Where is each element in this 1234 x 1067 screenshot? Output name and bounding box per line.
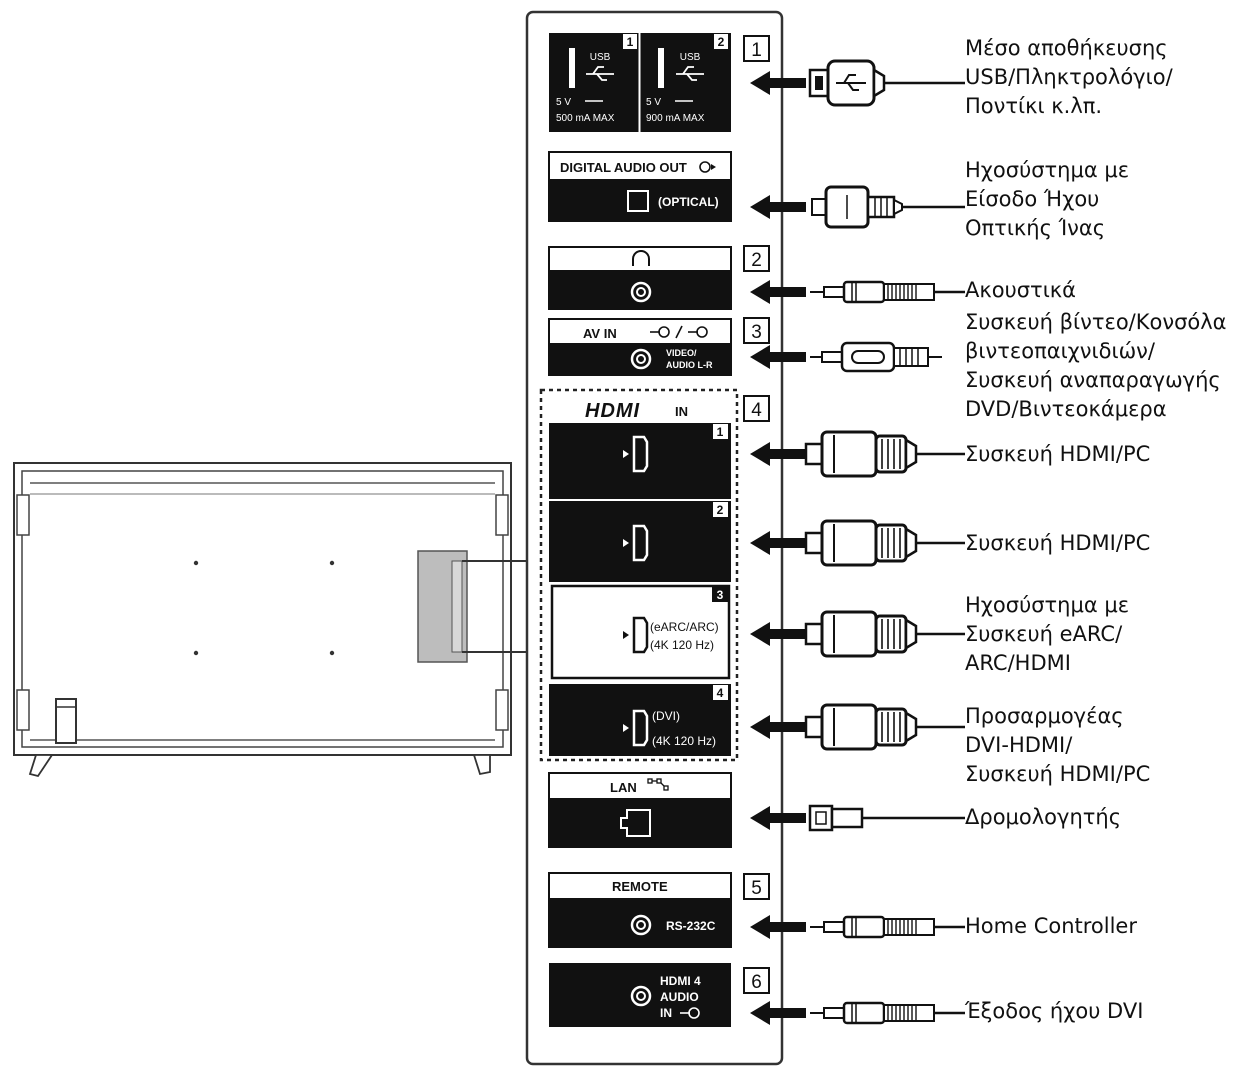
hdmi-port-label: (eARC/ARC) bbox=[650, 620, 719, 634]
av-in-port-label: VIDEO/ bbox=[666, 348, 697, 358]
usb-port-number: 1 bbox=[627, 35, 634, 49]
lan-plug-icon bbox=[808, 804, 965, 832]
label-hdmi-3: Ηχοσύστημα με Συσκευή eARC/ ARC/HDMI bbox=[965, 591, 1129, 678]
label-line: Οπτικής Ίνας bbox=[965, 216, 1106, 240]
badge-number: 5 bbox=[751, 878, 762, 899]
label-line: DVD/Βιντεοκάμερα bbox=[965, 397, 1167, 421]
hdmi-port-label: (4K 120 Hz) bbox=[652, 734, 716, 748]
optical-port-label: (OPTICAL) bbox=[658, 195, 719, 209]
usb-plug-icon bbox=[808, 59, 965, 107]
headphone-plug-icon bbox=[808, 280, 965, 304]
remote-title: REMOTE bbox=[612, 879, 668, 894]
usb-port-number: 2 bbox=[718, 35, 725, 49]
av-in-module: AV IN VIDEO/ AUDIO L-R bbox=[548, 318, 732, 376]
label-line: Συσκευή HDMI/PC bbox=[965, 531, 1151, 555]
remote-plug-icon bbox=[808, 915, 965, 939]
hdmi-port-number: 2 bbox=[717, 503, 724, 517]
input-output-icon bbox=[650, 325, 708, 339]
label-line: ARC/HDMI bbox=[965, 651, 1071, 675]
remote-module: REMOTE RS-232C bbox=[548, 872, 732, 948]
label-dvi-audio-out: Έξοδος ήχου DVI bbox=[965, 997, 1143, 1026]
usb-symbol-icon bbox=[586, 66, 704, 81]
input-arrow-icon bbox=[680, 1007, 700, 1019]
label-line: USB/Πληκτρολόγιο/ bbox=[965, 65, 1173, 89]
label-line: Συσκευή βίντεο/Κονσόλα bbox=[965, 310, 1227, 334]
hdmi-plug-icon bbox=[804, 430, 965, 478]
label-line: Συσκευή αναπαραγωγής bbox=[965, 368, 1221, 392]
hdmi-audio-in-label: HDMI 4 bbox=[660, 974, 701, 988]
hdmi-port-number: 4 bbox=[717, 686, 724, 700]
optical-port-icon bbox=[627, 190, 649, 212]
badge-number: 1 bbox=[751, 40, 762, 61]
hdmi-port-number: 3 bbox=[717, 588, 724, 602]
usb-current: 500 mA MAX bbox=[556, 113, 615, 124]
digital-audio-out-module: DIGITAL AUDIO OUT (OPTICAL) bbox=[548, 151, 732, 222]
label-line: Ποντίκι κ.λπ. bbox=[965, 94, 1103, 118]
dvi-audio-plug-icon bbox=[808, 1001, 965, 1025]
label-line: Ηχοσύστημα με bbox=[965, 158, 1130, 182]
hdmi-plug-icon bbox=[804, 519, 965, 567]
optical-plug-icon bbox=[811, 185, 965, 229]
usb-current: 900 mA MAX bbox=[646, 113, 705, 124]
headphone-icon bbox=[632, 250, 650, 266]
label-home-controller: Home Controller bbox=[965, 912, 1137, 941]
hdmi-in-group: HDMI IN 1 2 3 (eARC/ARC) (4K 120 Hz) 4 (… bbox=[539, 388, 739, 762]
usb-port-name: USB bbox=[680, 52, 701, 63]
label-line: Συσκευή HDMI/PC bbox=[965, 442, 1151, 466]
label-line: Συσκευή eARC/ bbox=[965, 622, 1123, 646]
label-line: Home Controller bbox=[965, 914, 1137, 938]
badge-number: 3 bbox=[751, 322, 762, 343]
av-in-port-label: AUDIO L-R bbox=[666, 360, 713, 370]
ethernet-port-icon bbox=[620, 809, 651, 837]
usb-port-module: 1 2 USB USB 5 V 500 mA MAX 5 V 900 mA MA… bbox=[549, 33, 731, 132]
hdmi-port-label: (4K 120 Hz) bbox=[650, 638, 714, 652]
usb-voltage: 5 V bbox=[646, 97, 661, 108]
label-line: Μέσο αποθήκευσης bbox=[965, 36, 1168, 60]
number-badges: 1 2 3 4 5 6 bbox=[743, 35, 770, 994]
label-line: DVI-HDMI/ bbox=[965, 733, 1073, 757]
label-line: βιντεοπαιχνιδιών/ bbox=[965, 339, 1155, 363]
label-line: Είσοδο Ήχου bbox=[965, 187, 1100, 211]
tv-rear-view bbox=[13, 462, 527, 778]
hdmi-audio-in-label: AUDIO bbox=[660, 990, 699, 1004]
av-in-title: AV IN bbox=[583, 326, 617, 341]
headphone-module bbox=[548, 246, 732, 310]
label-line: Έξοδος ήχου DVI bbox=[965, 999, 1144, 1023]
hdmi-audio-in-module: HDMI 4 AUDIO IN bbox=[549, 963, 731, 1027]
label-hdmi-4: Προσαρμογέας DVI-HDMI/ Συσκευή HDMI/PC bbox=[965, 702, 1150, 789]
av-plug-icon bbox=[810, 341, 942, 373]
hdmi-plug-icon bbox=[804, 703, 965, 751]
label-router: Δρομολογητής bbox=[965, 803, 1121, 832]
lan-module: LAN bbox=[548, 772, 732, 848]
usb-port-name: USB bbox=[590, 52, 611, 63]
hdmi-audio-in-label: IN bbox=[660, 1006, 672, 1020]
badge-number: 6 bbox=[751, 972, 762, 993]
label-optical-audio-system: Ηχοσύστημα με Είσοδο Ήχου Οπτικής Ίνας bbox=[965, 156, 1129, 243]
network-icon bbox=[647, 778, 669, 791]
hdmi-port-number: 1 bbox=[717, 425, 724, 439]
label-line: Προσαρμογέας bbox=[965, 704, 1124, 728]
usb-voltage: 5 V bbox=[556, 97, 571, 108]
label-line: Δρομολογητής bbox=[965, 805, 1122, 829]
label-headphones: Ακουστικά bbox=[965, 276, 1076, 305]
hdmi-logo: HDMI bbox=[585, 400, 640, 422]
label-hdmi-1: Συσκευή HDMI/PC bbox=[965, 440, 1150, 469]
hdmi-in-label: IN bbox=[675, 404, 688, 419]
remote-port-label: RS-232C bbox=[666, 919, 716, 933]
badge-number: 4 bbox=[751, 400, 762, 421]
lan-title: LAN bbox=[610, 780, 637, 795]
label-av-devices: Συσκευή βίντεο/Κονσόλα βιντεοπαιχνιδιών/… bbox=[965, 308, 1227, 424]
label-line: Ακουστικά bbox=[965, 278, 1077, 302]
label-hdmi-2: Συσκευή HDMI/PC bbox=[965, 529, 1150, 558]
label-line: Ηχοσύστημα με bbox=[965, 593, 1130, 617]
connection-arrows bbox=[750, 71, 806, 1025]
label-line: Συσκευή HDMI/PC bbox=[965, 762, 1151, 786]
label-usb-devices: Μέσο αποθήκευσης USB/Πληκτρολόγιο/ Ποντί… bbox=[965, 34, 1173, 121]
badge-number: 2 bbox=[751, 250, 762, 271]
digital-audio-out-title: DIGITAL AUDIO OUT bbox=[560, 160, 687, 175]
output-arrow-icon bbox=[699, 161, 716, 173]
hdmi-plug-icon bbox=[804, 610, 965, 658]
hdmi-port-label: (DVI) bbox=[652, 709, 680, 723]
